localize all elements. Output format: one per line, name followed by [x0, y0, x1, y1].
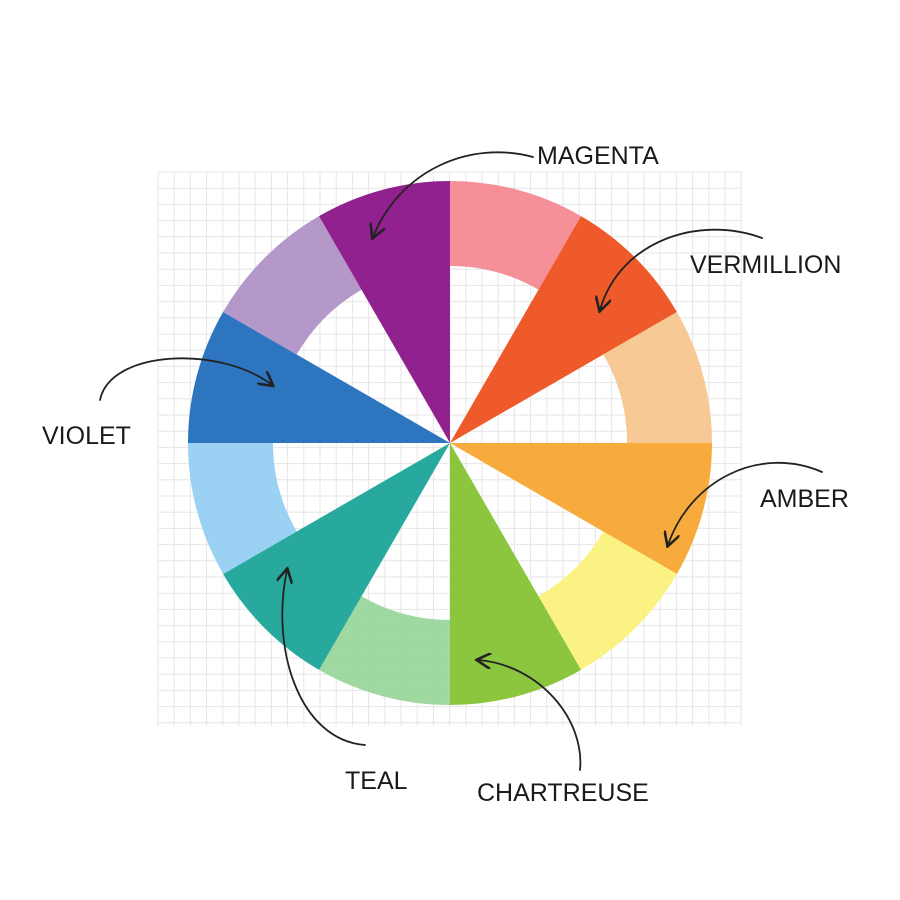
arrow-magenta — [373, 151, 534, 237]
wheel-segment-wedge — [450, 443, 712, 574]
wheel-segment-ring — [603, 312, 712, 443]
wheel-segment-ring — [223, 216, 362, 355]
wheel-segment-ring — [188, 443, 297, 574]
wheel-segment-ring — [319, 596, 450, 705]
label-amber: AMBER — [760, 485, 849, 513]
label-vermillion: VERMILLION — [690, 251, 842, 279]
wheel-segment-ring — [538, 531, 677, 670]
wheel-segment-wedge — [319, 181, 450, 443]
label-magenta: MAGENTA — [537, 142, 659, 170]
wheel-segment-wedge — [450, 443, 581, 705]
label-teal: TEAL — [345, 767, 408, 795]
label-chartreuse: CHARTREUSE — [477, 779, 649, 807]
arrow-teal — [282, 570, 366, 746]
wheel-segment-ring — [450, 181, 581, 290]
label-violet: VIOLET — [42, 422, 131, 450]
arrow-violet — [99, 357, 272, 401]
wheel-segment-wedge — [223, 443, 450, 670]
wheel-segment-wedge — [188, 312, 450, 443]
arrow-amber — [668, 462, 823, 545]
arrow-vermillion — [600, 228, 763, 310]
arrow-chartreuse — [478, 660, 582, 771]
